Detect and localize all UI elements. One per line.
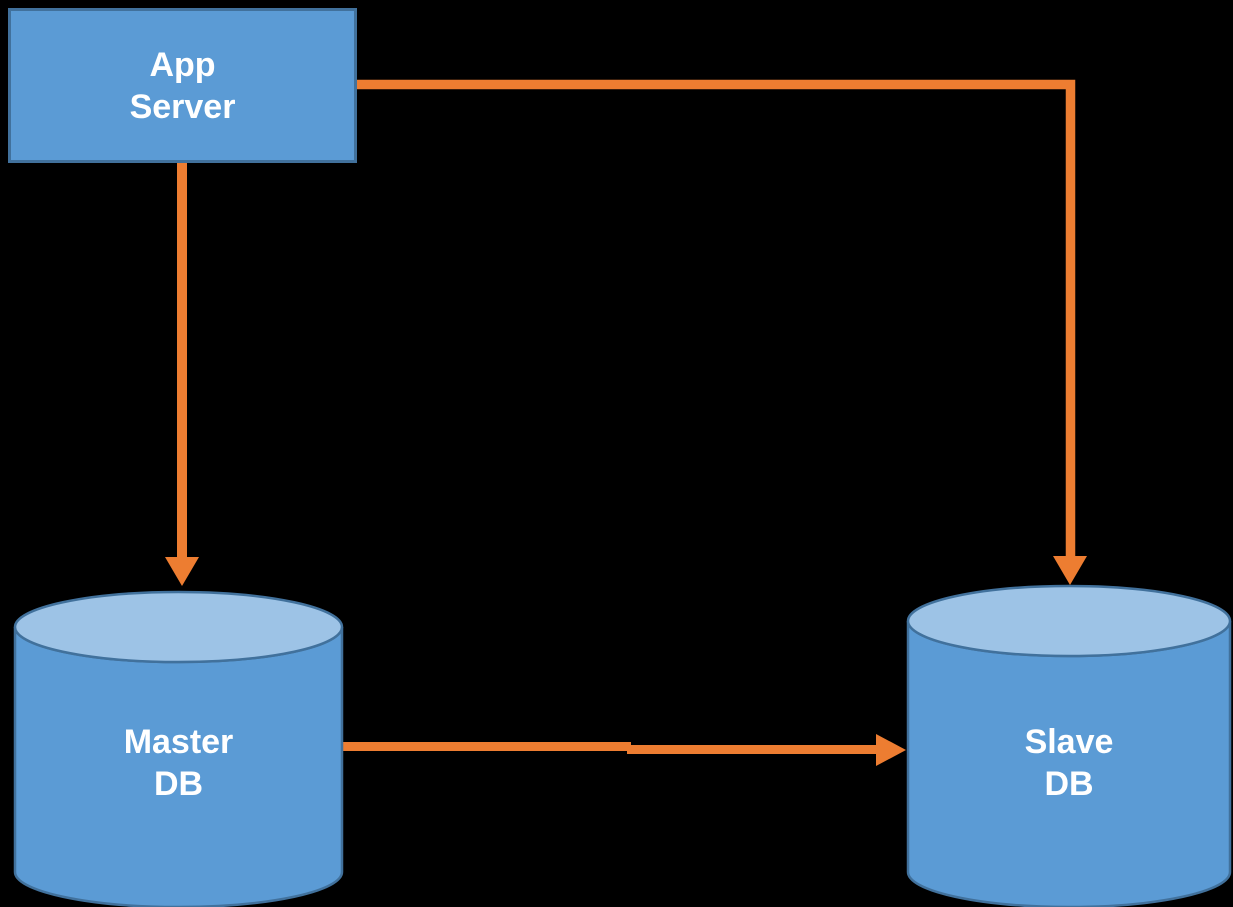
- arrowhead-right-icon: [876, 734, 906, 766]
- edge-master-db-to-slave-db: [340, 734, 906, 766]
- node-app-server: [8, 8, 357, 163]
- master-db-cylinder-top: [13, 590, 344, 664]
- edge-elbow-shaft: [354, 79, 1076, 558]
- arrowhead-down-icon: [1053, 556, 1087, 585]
- node-master-db: [13, 590, 344, 907]
- master-db-cylinder-body: [13, 626, 344, 907]
- edge-app-server-to-master-db: [165, 160, 199, 586]
- node-slave-db: [906, 584, 1232, 907]
- slave-db-cylinder-top: [906, 584, 1232, 658]
- edge-app-server-to-slave-db: [354, 79, 1087, 585]
- arrowhead-down-icon: [165, 557, 199, 586]
- slave-db-cylinder-body: [906, 620, 1232, 907]
- app-server-box: [8, 8, 357, 163]
